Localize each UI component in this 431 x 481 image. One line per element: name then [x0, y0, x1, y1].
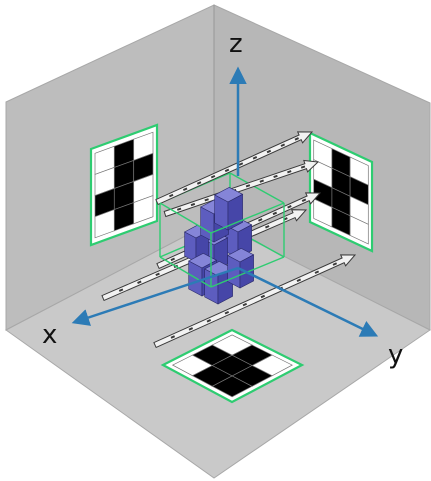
arrow-dash	[301, 198, 307, 202]
y-axis	[237, 266, 379, 337]
y-axis-label: y	[388, 340, 403, 370]
arrow-dash	[224, 310, 230, 315]
arrow-dash	[190, 202, 196, 207]
bounding-frame-front	[159, 202, 285, 288]
arrow-dash	[280, 143, 286, 147]
arrow-dash	[332, 262, 338, 266]
arrow-dash	[118, 288, 124, 292]
arrow-dash	[296, 278, 302, 283]
arrow-icon	[153, 254, 357, 349]
voxel-cubes	[183, 186, 255, 305]
arrow-dash	[242, 302, 248, 307]
arrow-dash	[224, 168, 230, 173]
arrow-dash	[300, 165, 306, 169]
arrow-dash	[204, 198, 209, 202]
frame-edge-front	[159, 256, 212, 288]
arrow-dash	[137, 280, 142, 284]
arrow-dash	[266, 149, 272, 154]
arrow-dash	[294, 137, 300, 141]
arrow-dash	[170, 335, 176, 339]
x-axis	[71, 266, 239, 326]
arrow-dash	[170, 257, 176, 262]
projection-cell	[251, 354, 293, 377]
arrow-dash	[155, 272, 160, 277]
arrow-dash	[265, 225, 270, 229]
arrow-dash	[168, 193, 174, 198]
arrow-dash	[238, 162, 244, 166]
arrow-dash	[245, 184, 251, 188]
z-axis-label: z	[229, 29, 243, 59]
frame-edge-back	[229, 172, 285, 204]
floor-projection	[160, 328, 305, 404]
arrow-dash	[259, 179, 264, 183]
projection-cell	[349, 215, 369, 245]
arrow-dash	[258, 218, 263, 222]
arrow-icon	[155, 131, 314, 206]
arrow-dash	[210, 174, 216, 179]
arrow-dash	[273, 174, 278, 179]
right-wall-projection	[308, 131, 374, 253]
arrow-dash	[252, 156, 258, 160]
arrow-dash	[287, 205, 292, 209]
arrow-dash	[260, 294, 266, 299]
arrow-icon	[163, 159, 320, 218]
projection-cell	[133, 195, 154, 225]
left-wall-projection	[89, 123, 159, 247]
arrow-dash	[206, 319, 212, 323]
arrow-dash	[272, 211, 278, 216]
frame-edge-front	[210, 202, 285, 234]
arrow-dash	[182, 187, 188, 192]
x-axis-label: x	[42, 320, 57, 350]
arrow-dash	[287, 170, 292, 174]
frame-edge-front	[159, 202, 212, 234]
arrow-dash	[176, 207, 182, 211]
arrow-dash	[188, 327, 194, 331]
arrow-dash	[314, 270, 320, 274]
arrow-dash	[196, 181, 202, 185]
